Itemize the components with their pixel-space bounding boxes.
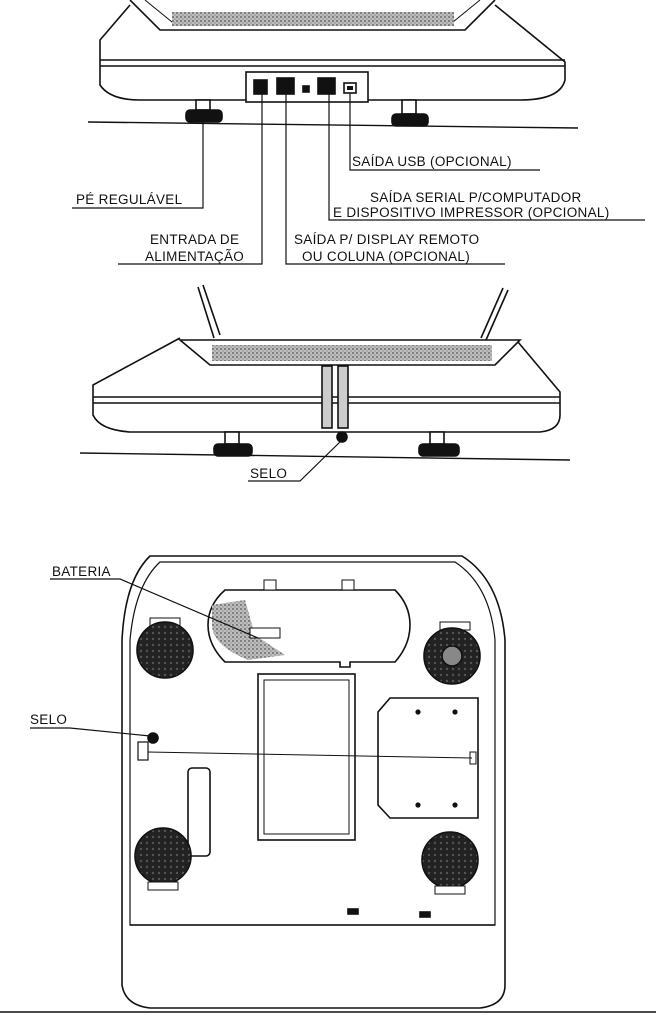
rear-seal-view bbox=[79, 284, 571, 482]
battery-leader bbox=[50, 578, 259, 639]
platter-top bbox=[129, 0, 496, 31]
label-adjustable-foot: PÉ REGULÁVEL bbox=[76, 192, 183, 207]
foot-bottom-top-right bbox=[423, 621, 481, 685]
foot-left-rear bbox=[213, 431, 253, 457]
serial-output-port bbox=[317, 77, 336, 95]
bottom-view bbox=[0, 555, 656, 1013]
label-seal-side: SELO bbox=[250, 466, 287, 481]
seal-lead bbox=[336, 431, 348, 443]
label-battery: BATERIA bbox=[52, 564, 111, 579]
seal-bracket-right bbox=[337, 365, 349, 429]
foot-leader bbox=[72, 122, 204, 209]
seal-lead-bottom bbox=[147, 732, 159, 744]
power-input-port bbox=[253, 79, 268, 95]
label-serial-output-line2: E DISPOSITIVO IMPRESSOR (OPCIONAL) bbox=[333, 205, 610, 220]
handle-slot bbox=[187, 767, 211, 857]
scale-body-rear bbox=[92, 337, 561, 433]
foot-right-rear bbox=[418, 431, 460, 457]
center-cover bbox=[257, 673, 356, 841]
scale-base-outline bbox=[121, 555, 506, 1009]
adjustable-foot-right bbox=[391, 99, 429, 127]
label-display-output-line1: SAÍDA P/ DISPLAY REMOTO bbox=[294, 232, 479, 247]
adjustable-foot-left bbox=[185, 99, 223, 123]
seal-bracket-left bbox=[321, 365, 333, 429]
platter-wing-left bbox=[197, 286, 215, 339]
label-serial-output-line1: SAÍDA SERIAL P/COMPUTADOR bbox=[370, 190, 582, 205]
label-display-output-line2: OU COLUNA (OPCIONAL) bbox=[302, 249, 470, 264]
platter-shading bbox=[172, 12, 454, 26]
platter-wing-right bbox=[485, 289, 509, 341]
seal-leader-side bbox=[248, 439, 343, 482]
foot-bottom-lower-right bbox=[421, 831, 479, 895]
front-connector-view bbox=[72, 0, 645, 265]
label-power-input-line2: ALIMENTAÇÃO bbox=[145, 249, 244, 264]
fixing-screw bbox=[302, 85, 310, 93]
display-output-port bbox=[276, 77, 295, 95]
label-power-input-line1: ENTRADA DE bbox=[150, 232, 239, 247]
display-leader bbox=[285, 94, 505, 265]
power-leader bbox=[118, 92, 263, 265]
seal-leader-bottom bbox=[30, 727, 151, 737]
foot-bottom-lower-left bbox=[134, 827, 192, 891]
battery-compartment bbox=[207, 589, 411, 668]
label-seal-bottom: SELO bbox=[30, 712, 67, 727]
platter-shading bbox=[212, 345, 492, 361]
floor-line bbox=[87, 121, 579, 129]
label-usb-output: SAÍDA USB (OPCIONAL) bbox=[352, 154, 512, 169]
foot-bottom-top-left bbox=[136, 617, 194, 679]
battery bbox=[212, 600, 285, 660]
electronics-plate bbox=[377, 697, 479, 819]
serial-leader bbox=[328, 93, 645, 221]
usb-leader bbox=[349, 93, 540, 171]
seal-wire bbox=[147, 751, 473, 759]
